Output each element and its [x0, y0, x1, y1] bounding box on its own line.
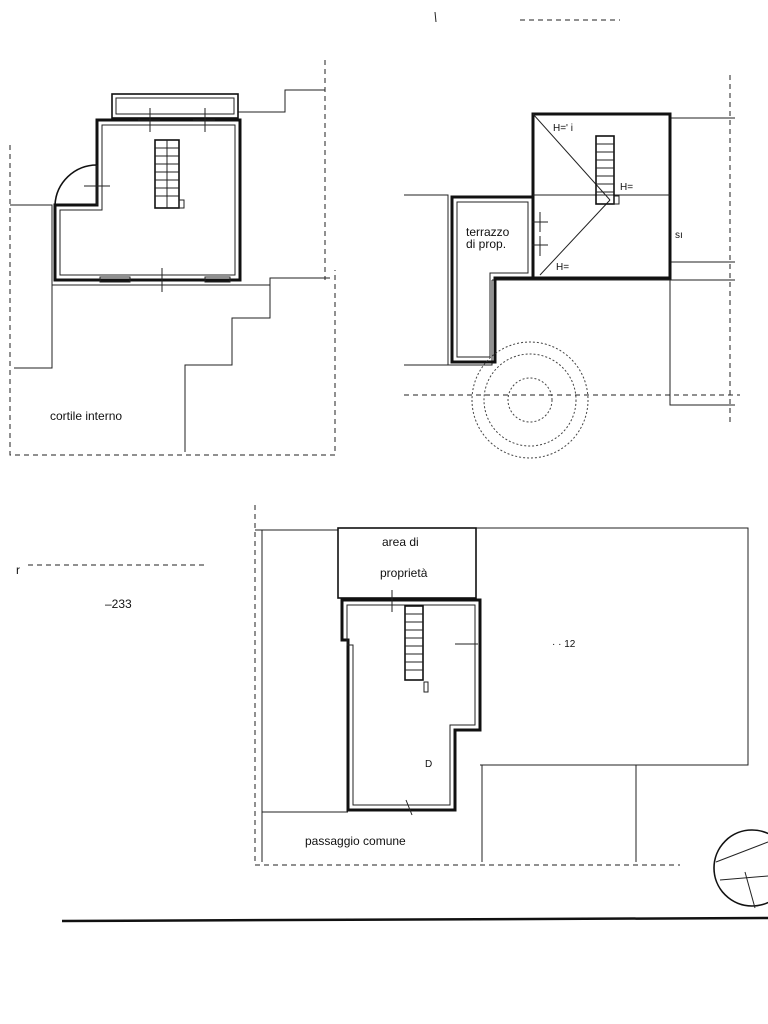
neighbor-outline	[448, 280, 493, 366]
neighbor-outline	[261, 530, 348, 813]
neighbor-outline	[14, 285, 53, 369]
label-cortile-interno: cortile interno	[50, 409, 122, 423]
neighbor-outline	[238, 89, 325, 113]
label-passaggio-comune: passaggio comune	[305, 834, 406, 848]
neighbor-building	[476, 527, 749, 766]
height-marker: H=	[556, 262, 569, 273]
staircase	[595, 135, 620, 205]
door-swing	[54, 164, 98, 206]
boundary-line	[9, 145, 336, 456]
neighbor-outline	[669, 115, 735, 406]
scan-artifact	[434, 11, 437, 23]
staircase	[154, 139, 185, 209]
label-terrazzo: terrazzo	[466, 225, 510, 239]
plan-bottom: area di proprietà passaggio comune · · 1…	[16, 505, 749, 866]
label-proprieta: proprietà	[380, 566, 428, 580]
balcony	[111, 93, 239, 119]
fragment-text: r	[16, 563, 20, 577]
boundary-line	[254, 505, 680, 866]
window-sill	[204, 276, 231, 283]
sheet-rule	[61, 916, 768, 923]
courtyard-steps	[52, 284, 271, 452]
fragment-text: D	[425, 759, 432, 770]
roof-volume	[531, 112, 672, 280]
notary-stamp	[471, 341, 589, 459]
neighbor-outline	[404, 194, 449, 366]
neighbor-outline	[255, 529, 339, 598]
room-outline	[340, 598, 482, 812]
neighbor-outline	[10, 204, 53, 285]
fragment-text: –233	[105, 597, 132, 611]
roof-ridge	[532, 113, 611, 201]
label-di-prop: di prop.	[466, 237, 506, 251]
staircase	[404, 605, 429, 693]
room-inner	[59, 124, 236, 276]
fragment-text: · · 12	[552, 639, 576, 650]
window-sill	[99, 276, 131, 283]
fragment-text: sı	[675, 230, 683, 241]
label-area-di: area di	[382, 535, 419, 549]
neighbor-outline	[269, 277, 330, 285]
plan-top-left: cortile interno	[9, 60, 336, 456]
terrace-outline	[450, 195, 535, 364]
door-mark	[405, 799, 413, 816]
room-outline	[53, 118, 242, 282]
terrace-inner	[456, 201, 529, 358]
plan-top-right: H=' i H= H= sı terrazzo di prop.	[404, 75, 740, 459]
roof-ridge	[539, 199, 611, 276]
height-marker: H=	[620, 182, 633, 193]
area-di-proprieta	[337, 527, 477, 599]
balcony-inner	[115, 97, 235, 115]
height-marker: H=' i	[553, 123, 573, 134]
north-arrow-icon	[713, 829, 768, 909]
room-inner	[346, 604, 476, 806]
